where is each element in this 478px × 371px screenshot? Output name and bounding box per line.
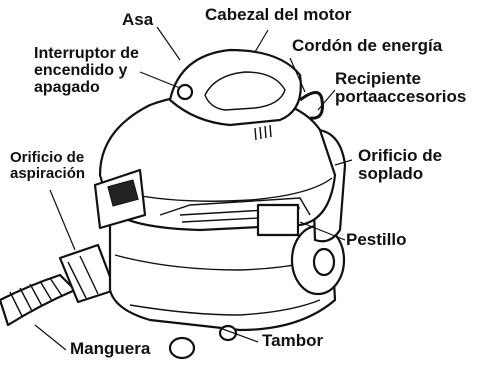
label-aspiracion-line2: aspiración: [10, 164, 86, 182]
label-cabezal-del-motor: Cabezal del motor: [205, 5, 352, 24]
power-switch: [176, 83, 194, 101]
label-interruptor-line2: encendido y: [34, 61, 128, 79]
label-recipiente-line1: Recipiente: [335, 69, 421, 88]
label-recipiente-portaaccesorios: Recipiente portaaccesorios: [335, 70, 466, 106]
leader-lines: [34, 26, 353, 351]
label-orificio-de-aspiracion: Orificio de aspiración: [10, 150, 85, 182]
wheels: [168, 224, 346, 360]
motor-head: [93, 92, 337, 237]
label-cordon-de-energia: Cordón de energía: [292, 36, 443, 55]
label-aspiracion-line1: Orificio de: [10, 149, 85, 166]
label-manguera: Manguera: [70, 339, 151, 358]
label-interruptor: Interruptor de encendido y apagado: [34, 45, 139, 96]
label-interruptor-line3: apagado: [34, 78, 100, 96]
label-pestillo: Pestillo: [346, 230, 407, 249]
power-cord: [299, 91, 324, 120]
label-soplado-line1: Orificio de: [358, 146, 443, 165]
label-asa: Asa: [122, 10, 154, 29]
handle: [168, 48, 302, 127]
hose: [0, 243, 117, 327]
label-soplado-line2: soplado: [358, 163, 424, 183]
label-interruptor-line1: Interruptor de: [34, 45, 139, 62]
label-recipiente-line2: portaaccesorios: [335, 86, 467, 106]
label-tambor: Tambor: [262, 331, 324, 350]
label-orificio-de-soplado: Orificio de soplado: [358, 147, 442, 183]
